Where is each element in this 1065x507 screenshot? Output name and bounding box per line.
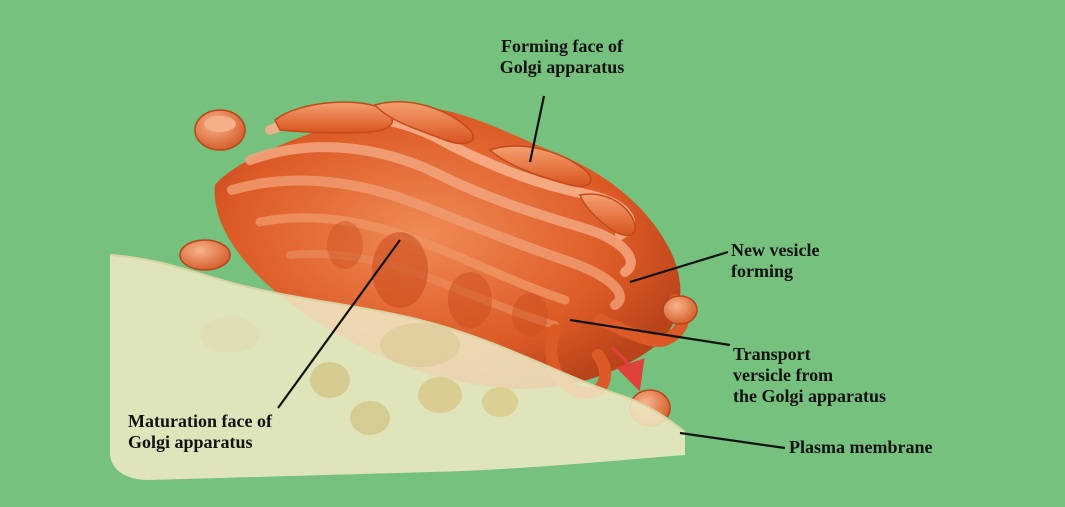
label-transport-vesicle-line1: Transport <box>733 344 886 365</box>
label-plasma-membrane-line1: Plasma membrane <box>789 437 932 458</box>
label-maturation-face-line2: Golgi apparatus <box>128 432 272 453</box>
label-maturation-face: Maturation face of Golgi apparatus <box>128 411 272 453</box>
label-plasma-membrane: Plasma membrane <box>789 437 932 458</box>
label-transport-vesicle: Transport versicle from the Golgi appara… <box>733 344 886 407</box>
label-forming-face: Forming face of Golgi apparatus <box>462 36 662 78</box>
label-new-vesicle-line2: forming <box>731 261 819 282</box>
label-forming-face-line2: Golgi apparatus <box>462 57 662 78</box>
label-new-vesicle-line1: New vesicle <box>731 240 819 261</box>
label-forming-face-line1: Forming face of <box>462 36 662 57</box>
label-transport-vesicle-line3: the Golgi apparatus <box>733 386 886 407</box>
label-new-vesicle: New vesicle forming <box>731 240 819 282</box>
label-maturation-face-line1: Maturation face of <box>128 411 272 432</box>
label-transport-vesicle-line2: versicle from <box>733 365 886 386</box>
